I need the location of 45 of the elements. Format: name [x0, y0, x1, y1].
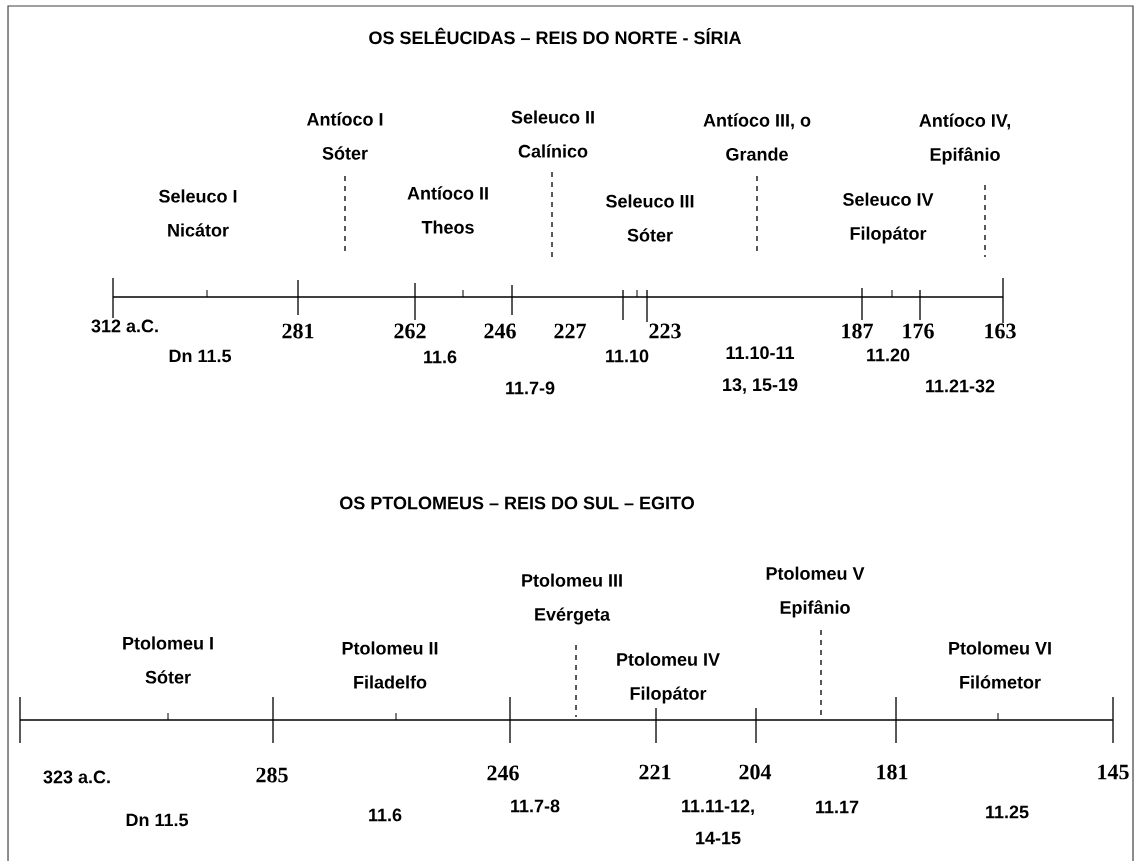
ruler-name: Ptolomeu V Epifânio: [766, 566, 865, 618]
ruler-name: Ptolomeu II Filadelfo: [342, 641, 438, 689]
section-heading: OS PTOLOMEUS – REIS DO SUL – EGITO: [340, 496, 694, 510]
verse-reference: 11.7-9: [506, 381, 555, 395]
verse-reference: 11.6: [369, 808, 402, 822]
year-label: 176: [903, 323, 934, 339]
verse-reference: 11.10-11 13, 15-19: [723, 346, 798, 394]
verse-reference: Dn 11.5: [126, 813, 189, 827]
verse-reference: Dn 11.5: [169, 349, 232, 363]
verse-reference: 11.17: [816, 800, 859, 814]
ruler-name: Antíoco I Sóter: [306, 112, 383, 160]
verse-reference: 11.20: [867, 348, 910, 362]
verse-reference: 11.6: [424, 350, 457, 364]
verse-reference: 11.10: [606, 349, 649, 363]
ruler-name: Ptolomeu I Sóter: [123, 636, 213, 684]
ruler-name: Seleuco III Sóter: [606, 194, 694, 242]
year-label: 227: [554, 323, 586, 339]
year-label: 323 a.C.: [43, 770, 110, 784]
year-label: 312 a.C.: [91, 319, 158, 333]
verse-reference: 11.21-32: [926, 379, 995, 393]
year-label: 221: [639, 764, 671, 780]
year-label: 204: [739, 764, 772, 780]
year-label: 281: [282, 323, 314, 339]
ruler-name: Seleuco IV Filopátor: [843, 192, 934, 244]
verse-reference: 11.7-8: [511, 799, 560, 813]
ruler-name: Antíoco II Theos: [407, 186, 488, 234]
year-label: 223: [649, 323, 681, 339]
year-label: 145: [1098, 764, 1129, 780]
year-label: 285: [256, 767, 288, 783]
ruler-name: Ptolomeu III Evérgeta: [522, 573, 622, 625]
verse-reference: 11.25: [986, 805, 1029, 819]
ruler-name: Ptolomeu VI Filómetor: [949, 641, 1051, 689]
year-label: 181: [877, 764, 908, 780]
year-label: 246: [487, 765, 519, 781]
year-label: 262: [394, 323, 426, 339]
year-label: 246: [484, 323, 516, 339]
verse-reference: 11.11-12, 14-15: [682, 799, 754, 845]
ruler-name: Antíoco III, o Grande: [703, 113, 811, 161]
section-heading: OS SELÊUCIDAS – REIS DO NORTE - SÍRIA: [369, 27, 742, 45]
ruler-name: Antíoco IV, Epifânio: [919, 113, 1010, 165]
ruler-name: Seleuco II Calínico: [511, 110, 594, 158]
ruler-name: Seleuco I Nicátor: [159, 189, 237, 237]
year-label: 163: [985, 323, 1016, 339]
year-label: 187: [842, 323, 873, 339]
ruler-name: Ptolomeu IV Filopátor: [617, 652, 720, 704]
